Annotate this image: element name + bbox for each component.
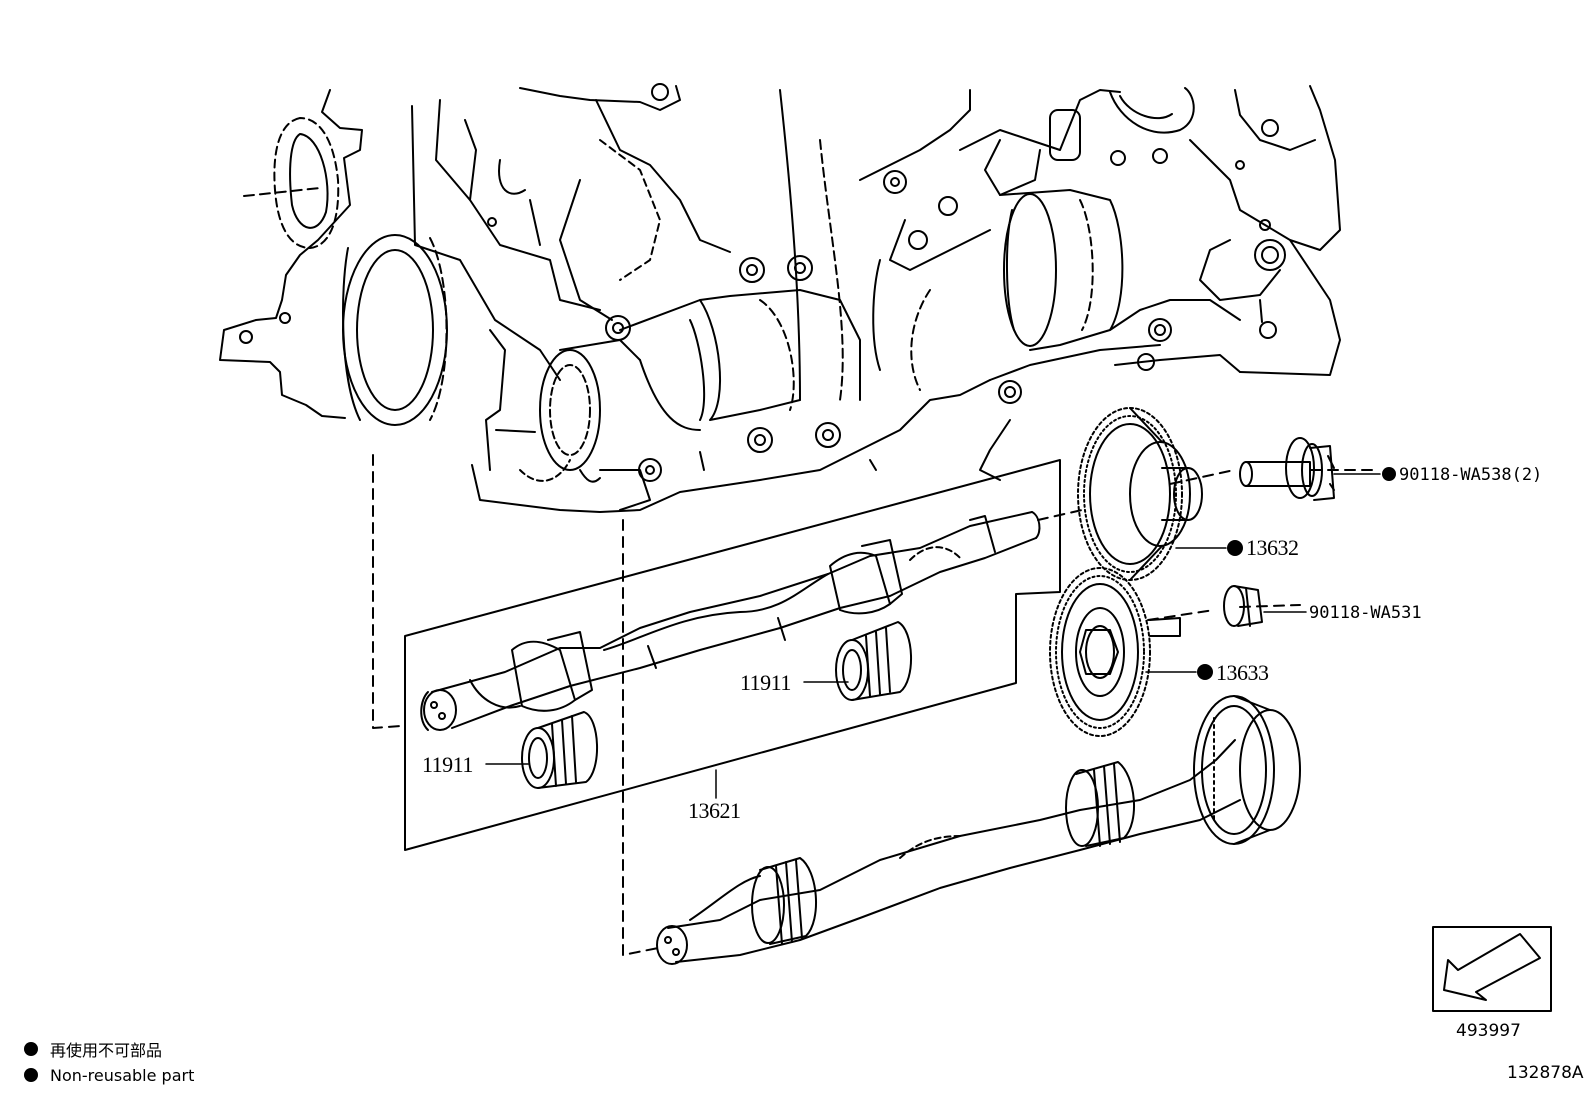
legend-row-english: Non-reusable part [24,1062,194,1088]
shaft-assembly-frame [404,459,1061,851]
label-13621: 13621 [688,798,741,823]
legend-japanese-text: 再使用不可部品 [50,1041,163,1060]
label-13632: 13632 [1246,535,1299,560]
non-reusable-dot-icon [24,1068,38,1082]
label-13633: 13633 [1216,660,1269,685]
label-90118-wa531: 90118-WA531 [1309,603,1422,623]
view-direction-box [1432,926,1552,1012]
gear-13633 [1049,567,1181,737]
gear-13632 [1077,407,1203,581]
upper-balance-shaft [420,511,1041,731]
non-reusable-marker-13633 [1197,664,1213,680]
leader-lines [485,473,1381,799]
part-labels: 90118-WA538(2) 13632 90118-WA531 13633 1… [422,465,1542,823]
legend-row-japanese: 再使用不可部品 [24,1036,194,1062]
needle-bearing-left [521,711,598,789]
bolt-90118-wa531 [1223,585,1263,627]
ref-box-number: 493997 [1456,1021,1521,1041]
needle-bearing-right [835,621,912,701]
label-11911-left: 11911 [422,752,473,777]
non-reusable-marker-13632 [1227,540,1243,556]
legend: 再使用不可部品 Non-reusable part [24,1036,194,1088]
engine-block [219,83,1341,513]
non-reusable-dot-icon [24,1042,38,1056]
label-90118-wa538: 90118-WA538(2) [1399,465,1542,485]
figure-number: 132878A [1507,1063,1584,1083]
alignment-lines [372,454,1376,956]
lower-balance-shaft [656,695,1301,965]
legend-english-text: Non-reusable part [50,1065,195,1085]
non-reusable-marker-wa538 [1382,467,1396,481]
bolt-90118-wa538 [1239,437,1335,501]
label-11911-right: 11911 [740,670,791,695]
